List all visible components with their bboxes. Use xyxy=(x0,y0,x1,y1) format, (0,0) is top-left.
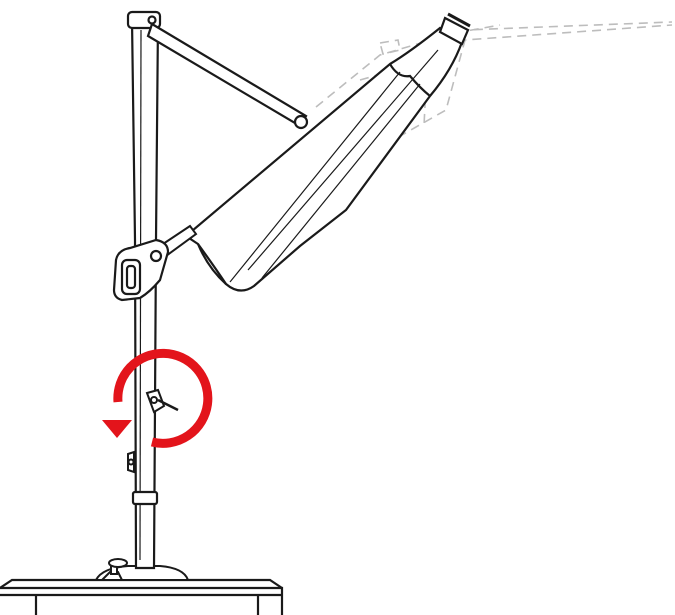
crank-handle-icon xyxy=(145,388,179,414)
canopy xyxy=(184,12,471,292)
base-knob-icon xyxy=(99,558,128,581)
canopy-lower-edge xyxy=(196,243,227,285)
slider-bracket xyxy=(112,238,170,302)
canopy-shell xyxy=(184,26,464,292)
canopy-tip xyxy=(438,16,470,46)
base-block xyxy=(0,578,284,615)
side-latch-icon xyxy=(127,450,135,474)
counterclockwise-arrow-icon xyxy=(102,348,213,448)
canopy-fold xyxy=(389,63,431,97)
support-strut xyxy=(146,22,309,130)
